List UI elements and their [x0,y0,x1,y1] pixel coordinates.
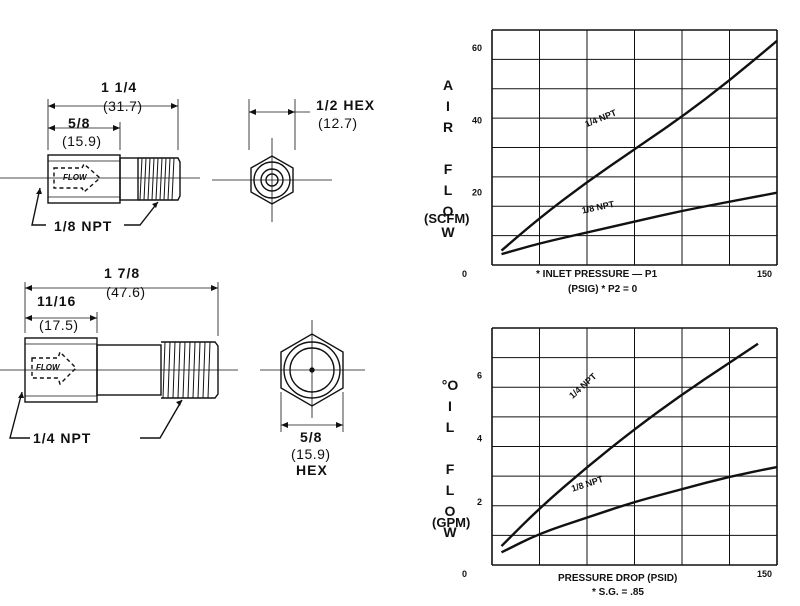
y-tick-label: 20 [472,188,482,198]
oil-ylabel-letter: I [448,398,452,414]
large-hex-mm: (15.9) [291,446,331,462]
air-ylabel-letter: I [446,98,450,114]
series-line-eighth-npt [501,191,778,256]
small-hex-mm: (12.7) [318,115,358,131]
large-fitting-side-view [0,282,238,439]
x-end-label: 150 [757,569,772,579]
y-tick-label: 6 [477,370,482,380]
air-ylabel-letter: R [442,119,454,135]
air-ylabel-letter: F [443,161,453,177]
series-line-quarter-npt [500,39,778,252]
small-fitting-side-view [0,99,200,226]
large-overall-length-mm: (47.6) [106,284,146,300]
oil-ylabel-letter: L [445,419,455,435]
small-overall-length-mm: (31.7) [103,98,143,114]
oil-flow-xlabel-1: PRESSURE DROP (PSID) [558,573,678,584]
small-hex-label: 1/2 HEX [316,97,376,113]
y-tick-label: 60 [472,43,482,53]
air-ylabel-letter: O [442,203,454,219]
series-line-eighth-npt [500,465,778,554]
air-flow-xlabel-1: * INLET PRESSURE — P1 [536,269,658,280]
air-ylabel-letter [438,138,458,159]
x-end-label: 150 [757,269,772,279]
oil-ylabel-letter: L [445,482,455,498]
small-body-length: 5/8 [68,115,91,131]
x-origin-label: 0 [462,569,467,579]
air-flow-xlabel-2: (PSIG) * P2 = 0 [568,284,638,295]
air-ylabel-letter: L [443,182,453,198]
oil-ylabel-letter: F [445,461,455,477]
large-hex-label: HEX [296,462,328,478]
series-line-quarter-npt [500,342,759,547]
oil-flow-xlabel-2: * S.G. = .85 [592,587,644,598]
large-overall-length: 1 7/8 [104,265,141,281]
oil-ylabel-letter: °O [441,377,459,393]
large-flow-arrow-text: FLOW [36,363,60,372]
large-body-length-mm: (17.5) [39,317,79,333]
air-ylabel-letter: A [442,77,454,93]
y-tick-label: 2 [477,497,482,507]
series-label: 1/4 NPT [584,107,619,129]
air-flow-ylabel-unit: (SCFM) [424,211,470,226]
small-overall-length: 1 1/4 [101,79,138,95]
air-ylabel-letter: W [441,224,455,240]
oil-flow-ylabel-unit: (GPM) [432,515,471,530]
large-hex-size: 5/8 [300,429,323,445]
small-fitting-end-view [212,99,332,222]
small-body-length-mm: (15.9) [62,133,102,149]
large-body-length: 11/16 [37,293,77,309]
small-flow-arrow-text: FLOW [63,173,87,182]
oil-ylabel-letter: O [444,503,456,519]
large-thread-label: 1/4 NPT [33,430,92,446]
large-fitting-end-view [260,320,365,432]
x-origin-label: 0 [462,269,467,279]
y-tick-label: 4 [477,434,482,444]
series-label: 1/4 NPT [567,371,599,401]
oil-ylabel-letter: W [443,524,457,540]
oil-ylabel-letter [440,438,460,459]
small-thread-label: 1/8 NPT [54,218,113,234]
series-label: 1/8 NPT [581,199,616,216]
air-flow-chart: 20 40 60 0 150 1/4 NPT 1/8 NPT [462,29,778,279]
y-tick-label: 40 [472,115,482,125]
